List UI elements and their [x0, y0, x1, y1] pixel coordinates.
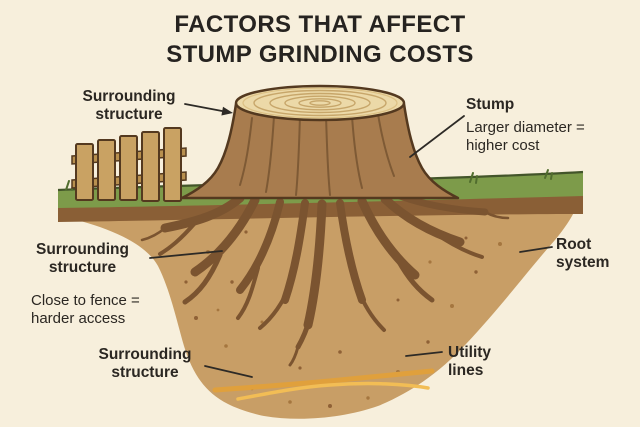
- label-surrounding-structure-mid-note: Close to fence = harder access: [31, 292, 140, 327]
- label-stump: Stump: [466, 96, 515, 113]
- label-stump-note: Larger diameter = higher cost: [466, 118, 585, 154]
- page-title: FACTORS THAT AFFECT STUMP GRINDING COSTS: [0, 10, 640, 70]
- label-surrounding-structure-mid: Surrounding structure: [36, 241, 129, 276]
- label-surrounding-structure-bottom: Surrounding structure: [98, 346, 192, 381]
- pointer-dash-root-system: [519, 246, 553, 253]
- title-line-1: FACTORS THAT AFFECT: [174, 11, 466, 38]
- fence-plank: [75, 143, 94, 201]
- pointer-line-surrounding-top: [184, 103, 223, 112]
- label-surrounding-structure-top: Surrounding structure: [82, 88, 176, 123]
- annotation-pointers: [149, 103, 553, 378]
- pointer-dash-utility-lines: [405, 351, 443, 357]
- fence-plank: [97, 139, 116, 201]
- growth-rings: [242, 87, 398, 119]
- utility-line-yellow: [236, 381, 430, 401]
- arrowhead-icon: [221, 106, 233, 116]
- fence-plank: [141, 131, 160, 202]
- pointer-line-stump: [409, 115, 465, 158]
- fence-plank: [163, 127, 182, 202]
- stump-bark-texture: [239, 113, 395, 196]
- stump-cut-surface: [234, 84, 406, 122]
- label-root-system: Root system: [556, 236, 610, 271]
- title-line-2: STUMP GRINDING COSTS: [166, 41, 474, 68]
- pointer-line-surrounding-mid: [149, 250, 223, 259]
- fence-plank: [119, 135, 138, 201]
- utility-lines: [212, 368, 435, 401]
- utility-line-orange: [212, 368, 435, 393]
- fence: [71, 127, 187, 202]
- annotation-stump: Stump Larger diameter = higher cost: [466, 96, 626, 155]
- label-utility-lines: Utility lines: [448, 344, 492, 379]
- pointer-line-surrounding-bottom: [204, 365, 253, 378]
